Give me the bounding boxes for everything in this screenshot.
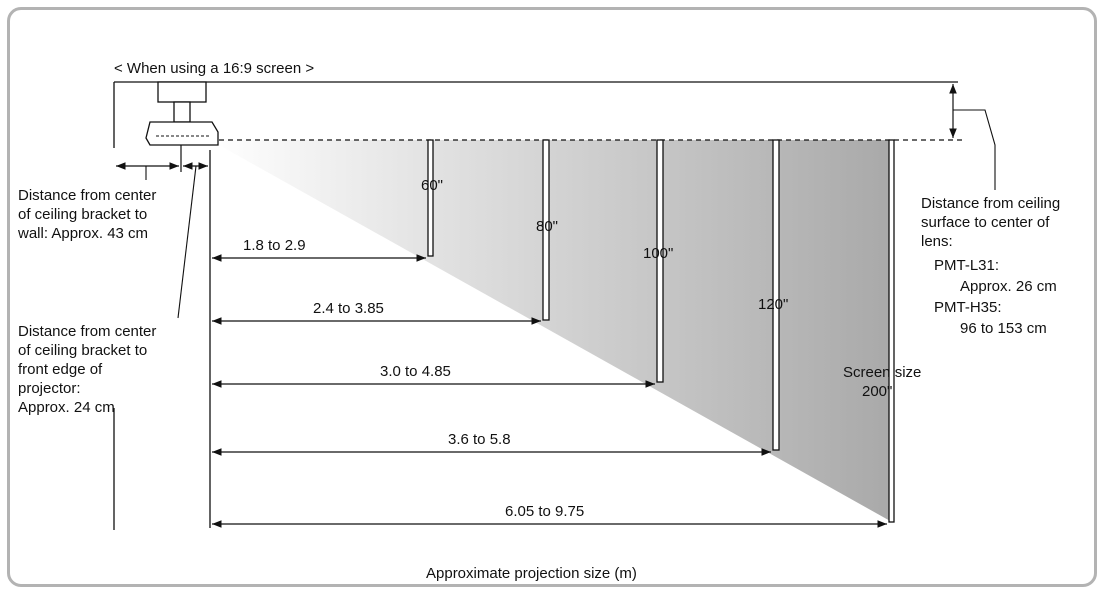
bracket-front-leader [177,165,197,319]
note-line: of ceiling bracket to [18,342,147,359]
distance-label-200: 6.05 to 9.75 [505,503,584,520]
diagram-frame [7,7,1097,587]
note-line: wall: Approx. 43 cm [17,225,148,242]
note-line: PMT-L31: [934,257,999,274]
distance-label-60: 1.8 to 2.9 [243,237,306,254]
note-line: projector: [18,380,81,397]
screen-200-size: 200" [862,383,892,400]
screen-200-label: Screen size [843,364,921,381]
screen-200 [888,139,895,523]
screen-120-label: 120" [758,296,788,313]
screen-100-label: 100" [643,245,673,262]
note-line: surface to center of [921,214,1050,231]
note-line: PMT-H35: [934,299,1002,316]
distance-label-100: 3.0 to 4.85 [380,363,451,380]
distance-label-80: 2.4 to 3.85 [313,300,384,317]
ceiling-lens-leader [953,109,996,190]
footer-caption: Approximate projection size (m) [426,565,637,582]
bracket-to-front-note: Distance from center of ceiling bracket … [18,323,156,416]
screen-120 [772,139,780,451]
note-line: 96 to 153 cm [960,320,1047,337]
screen-80 [542,139,550,321]
note-line: front edge of [18,361,103,378]
note-line: Distance from ceiling [921,195,1060,212]
projection-beam [210,140,892,522]
note-line: Distance from center [18,187,156,204]
screen-100 [656,139,664,383]
diagram-subtitle: < When using a 16:9 screen > [114,60,314,77]
screen-60-label: 60" [421,177,443,194]
note-line: Distance from center [18,323,156,340]
projector-icon [145,81,219,146]
note-line: lens: [921,233,953,250]
distance-label-120: 3.6 to 5.8 [448,431,511,448]
note-line: of ceiling bracket to [18,206,147,223]
note-line: Approx. 24 cm [18,399,115,416]
bracket-to-wall-note: Distance from center of ceiling bracket … [17,187,156,242]
screen-60 [427,139,434,257]
note-line: Approx. 26 cm [960,278,1057,295]
screen-80-label: 80" [536,218,558,235]
ceiling-to-lens-note: Distance from ceiling surface to center … [921,195,1060,337]
